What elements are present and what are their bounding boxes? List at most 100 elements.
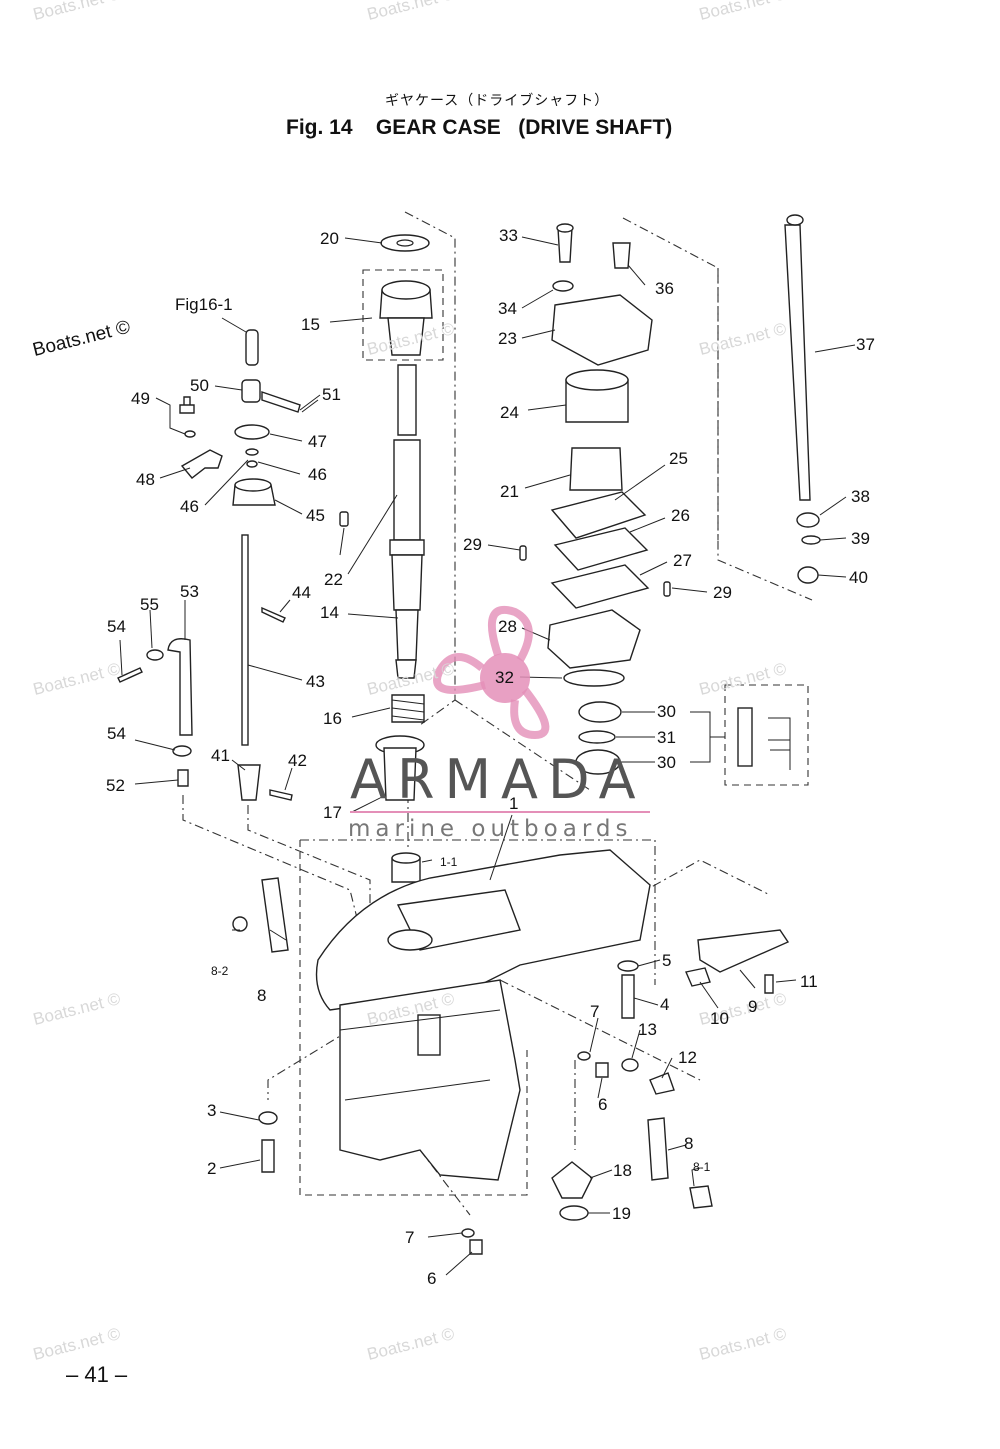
callout-29: 29 — [713, 583, 732, 602]
callout-7: 7 — [590, 1002, 600, 1021]
part-18-pinion-gear — [551, 1161, 593, 1199]
callout-17: 17 — [323, 803, 342, 822]
part-26-gasket — [550, 491, 647, 539]
part-14-shaft-upper — [393, 439, 421, 541]
part-23-pump-housing — [551, 294, 653, 366]
part-37-water-tube — [784, 224, 811, 501]
part-8-anode-left — [261, 877, 289, 953]
callout-46: 46 — [308, 465, 327, 484]
callout-20: 20 — [320, 229, 339, 248]
callout-32: 32 — [495, 668, 514, 687]
part-12-plug — [649, 1072, 675, 1095]
callout-25: 25 — [669, 449, 688, 468]
callout-47: 47 — [308, 432, 327, 451]
lower-fastener-parts — [232, 877, 790, 1255]
callout-10: 10 — [710, 1009, 729, 1028]
part-49-bolt — [179, 396, 195, 414]
callout-31: 31 — [657, 728, 676, 747]
part-39-seal — [801, 535, 821, 545]
part-51-pin — [261, 391, 301, 413]
callout-26: 26 — [671, 506, 690, 525]
japanese-title: ギヤケース（ドライブシャフト） — [385, 93, 610, 109]
part-46-washer-b — [246, 460, 258, 468]
part-19-nut — [559, 1205, 589, 1221]
part-32-o-ring — [563, 669, 625, 687]
callout-33: 33 — [499, 226, 518, 245]
part-5-washer — [617, 960, 639, 972]
part-38-grommet — [796, 512, 820, 528]
callout-2: 2 — [207, 1159, 217, 1178]
part-14-shaft-lower — [391, 554, 423, 611]
part-41-shift-rod-lever — [237, 764, 261, 801]
callout-46: 46 — [180, 497, 199, 516]
part-8-1-bolt — [689, 1185, 713, 1209]
part-46-washer — [245, 448, 259, 456]
drive-shaft-parts — [339, 234, 433, 883]
callout-7: 7 — [405, 1228, 415, 1247]
part-1-gear-case-body — [315, 849, 651, 1181]
callout-27: 27 — [673, 551, 692, 570]
part-42-pin — [269, 789, 293, 801]
part-33-bolt — [557, 227, 573, 263]
callout-41: 41 — [211, 746, 230, 765]
part-30-bearing-a — [578, 701, 622, 723]
callout-22: 22 — [324, 570, 343, 589]
callout-5: 5 — [662, 951, 672, 970]
part-31-shim — [578, 730, 616, 744]
part-44-pin — [261, 606, 286, 623]
part-55-nut — [146, 649, 164, 661]
callout-13: 13 — [638, 1020, 657, 1039]
callout-52: 52 — [106, 776, 125, 795]
callout-36: 36 — [655, 279, 674, 298]
figure-reference: Fig16-1 — [175, 295, 233, 314]
part-29-pin-b — [663, 581, 671, 597]
part-13-washer — [621, 1058, 639, 1072]
part-8-2-bolt — [232, 916, 248, 932]
part-3-washer — [258, 1111, 278, 1125]
callout-8-2: 8-2 — [211, 964, 229, 978]
page-number: – 41 – — [66, 1362, 128, 1387]
part-8-anode-right — [647, 1117, 669, 1181]
callout-42: 42 — [288, 751, 307, 770]
part-9-plate — [697, 929, 790, 973]
callout-54: 54 — [107, 724, 126, 743]
part-49-washer — [184, 430, 196, 438]
part-29-pin-a — [519, 545, 527, 561]
part-36-grommet — [612, 242, 631, 269]
callout-18: 18 — [613, 1161, 632, 1180]
part-4-bolt — [621, 974, 635, 1019]
part-53-shift-rod-cover — [167, 638, 193, 736]
part-7-washer — [577, 1051, 591, 1061]
part-27-gasket-b — [550, 564, 650, 609]
callout-53: 53 — [180, 582, 199, 601]
callout-6: 6 — [427, 1269, 437, 1288]
callout-16: 16 — [323, 709, 342, 728]
part-17-sleeve — [383, 747, 417, 801]
part-16-spring — [391, 694, 425, 723]
part-54-bolt — [117, 667, 143, 683]
callout-51: 51 — [322, 385, 341, 404]
callout-29: 29 — [463, 535, 482, 554]
callout-34: 34 — [498, 299, 517, 318]
part-50-shift-rod-joint — [241, 379, 261, 403]
callout-23: 23 — [498, 329, 517, 348]
logo-name: ARMADA — [350, 748, 646, 811]
armada-propeller-logo — [350, 605, 650, 813]
part-7-washer-b — [461, 1228, 475, 1238]
part-28-outer-plate — [547, 609, 641, 669]
callout-45: 45 — [306, 506, 325, 525]
part-43-shift-rod — [241, 534, 249, 746]
callout-30: 30 — [657, 753, 676, 772]
callout-19: 19 — [612, 1204, 631, 1223]
water-pump-parts — [519, 214, 821, 775]
part-47-o-ring — [234, 424, 270, 440]
assembly-guide-lines — [182, 211, 813, 1216]
part-40-grommet — [797, 566, 819, 584]
part-15-pinion — [387, 317, 425, 356]
callout-leader-lines — [119, 236, 856, 1276]
part-48-plate — [180, 449, 223, 479]
callout-37: 37 — [856, 335, 875, 354]
callout-28: 28 — [498, 617, 517, 636]
part-6-screw — [595, 1062, 609, 1078]
